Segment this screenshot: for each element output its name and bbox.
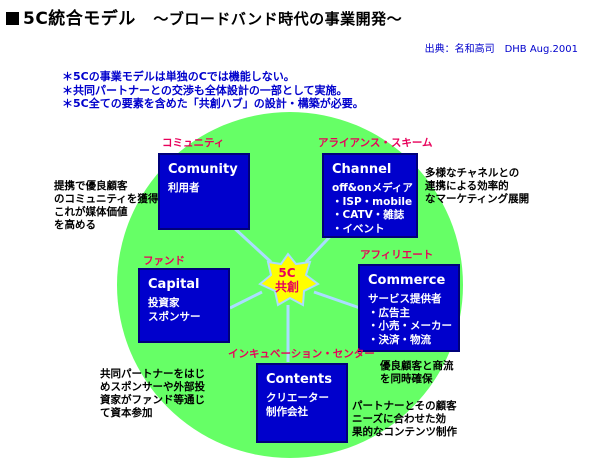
contents-tag: インキュベーション・センター bbox=[228, 348, 375, 360]
page-title: 5C統合モデル ～ブロードバンド時代の事業開発～ bbox=[6, 4, 402, 29]
commerce-tag: アフィリエート bbox=[360, 249, 434, 261]
community-title: Comunity bbox=[168, 162, 238, 177]
channel-title: Channel bbox=[332, 162, 392, 177]
source-citation: 出典：名和高司 DHB Aug.2001 bbox=[424, 44, 578, 55]
community-detail: 利用者 bbox=[168, 182, 248, 196]
contents-line-2: 制作会社 bbox=[266, 405, 308, 418]
contents-title: Contents bbox=[266, 372, 332, 387]
capital-detail: 投資家 スポンサー bbox=[148, 297, 228, 324]
capital-note: 共同パートナーをはじ めスポンサーや外部投 資家がファンド等通じ て資本参加 bbox=[100, 368, 205, 420]
commerce-line-3: ・小売・メーカー bbox=[368, 320, 452, 332]
key-point-1: ＊5Cの事業モデルは単独のCでは機能しない。 bbox=[62, 70, 295, 83]
channel-line-1: off&onメディア bbox=[332, 182, 413, 194]
channel-note-3: なマーケティング展開 bbox=[425, 193, 530, 205]
community-note-1: 提携で優良顧客 bbox=[54, 180, 128, 192]
channel-line-3: ・CATV・雑誌 bbox=[332, 209, 405, 221]
commerce-detail: サービス提供者 ・広告主 ・小売・メーカー ・決済・物流 bbox=[368, 293, 458, 347]
hub-label-line1: 5C bbox=[278, 266, 296, 280]
title-main: 5C統合モデル bbox=[23, 9, 136, 29]
hub-label: 5C 共創 bbox=[262, 266, 312, 294]
contents-note: パートナーとその顧客 ニーズに合わせた効 果的なコンテンツ制作 bbox=[352, 400, 457, 439]
capital-line-2: スポンサー bbox=[148, 310, 201, 323]
key-point-3: ＊5C全ての要素を含めた「共創ハブ」の設計・構築が必要。 bbox=[62, 97, 364, 110]
community-note-4: を高める bbox=[54, 219, 96, 231]
community-box: Comunity 利用者 bbox=[158, 153, 250, 230]
channel-tag: アライアンス・スキーム bbox=[318, 137, 433, 149]
spoke-commerce bbox=[313, 290, 361, 310]
capital-note-4: て資本参加 bbox=[100, 407, 153, 419]
commerce-title: Commerce bbox=[368, 273, 446, 288]
community-line-1: 利用者 bbox=[168, 182, 200, 194]
capital-box: Capital 投資家 スポンサー bbox=[138, 268, 230, 343]
capital-note-2: めスポンサーや外部投 bbox=[100, 381, 205, 393]
spoke-community bbox=[230, 224, 273, 264]
title-subtitle: ～ブロードバンド時代の事業開発～ bbox=[153, 10, 403, 28]
channel-note-1: 多様なチャネルとの bbox=[425, 167, 520, 179]
commerce-line-1: サービス提供者 bbox=[368, 293, 442, 305]
commerce-line-4: ・決済・物流 bbox=[368, 333, 431, 346]
community-note: 提携で優良顧客 のコミュニティを獲得 これが媒体価値 を高める bbox=[54, 180, 158, 232]
key-point-2: ＊共同パートナーとの交渉も全体設計の一部として実施。 bbox=[62, 83, 348, 97]
capital-tag: ファンド bbox=[143, 255, 185, 267]
contents-box: Contents クリエーター 制作会社 bbox=[256, 363, 348, 443]
channel-line-4: ・イベント bbox=[332, 222, 385, 235]
contents-detail: クリエーター 制作会社 bbox=[266, 392, 346, 419]
contents-note-1: パートナーとその顧客 bbox=[352, 400, 457, 412]
channel-line-2: ・ISP・mobile bbox=[332, 195, 413, 208]
capital-note-3: 資家がファンド等通じ bbox=[100, 394, 205, 406]
community-note-2: のコミュニティを獲得 bbox=[54, 193, 159, 205]
commerce-note: 優良顧客と商流 を同時確保 bbox=[380, 360, 454, 386]
community-tag: コミュニティ bbox=[162, 137, 225, 149]
capital-note-1: 共同パートナーをはじ bbox=[100, 368, 205, 380]
capital-line-1: 投資家 bbox=[148, 297, 180, 309]
commerce-box: Commerce サービス提供者 ・広告主 ・小売・メーカー ・決済・物流 bbox=[358, 264, 460, 352]
community-note-3: これが媒体価値 bbox=[54, 206, 128, 218]
key-points: ＊5Cの事業モデルは単独のCでは機能しない。 ＊共同パートナーとの交渉も全体設計… bbox=[62, 70, 364, 111]
contents-line-1: クリエーター bbox=[266, 392, 329, 404]
commerce-note-1: 優良顧客と商流 bbox=[380, 360, 454, 372]
channel-note-2: 連携による効率的 bbox=[425, 180, 509, 192]
contents-note-3: 果的なコンテンツ制作 bbox=[352, 426, 457, 438]
hub-star bbox=[258, 252, 320, 307]
hub-label-line2: 共創 bbox=[274, 280, 299, 294]
square-bullet-icon bbox=[6, 12, 19, 25]
channel-detail: off&onメディア ・ISP・mobile ・CATV・雑誌 ・イベント bbox=[332, 182, 416, 236]
spoke-capital bbox=[229, 290, 263, 310]
commerce-note-2: を同時確保 bbox=[380, 373, 433, 385]
contents-note-2: ニーズに合わせた効 bbox=[352, 413, 446, 425]
capital-title: Capital bbox=[148, 277, 200, 292]
channel-box: Channel off&onメディア ・ISP・mobile ・CATV・雑誌 … bbox=[322, 153, 418, 238]
commerce-line-2: ・広告主 bbox=[368, 306, 410, 319]
channel-note: 多様なチャネルとの 連携による効率的 なマーケティング展開 bbox=[425, 167, 529, 206]
